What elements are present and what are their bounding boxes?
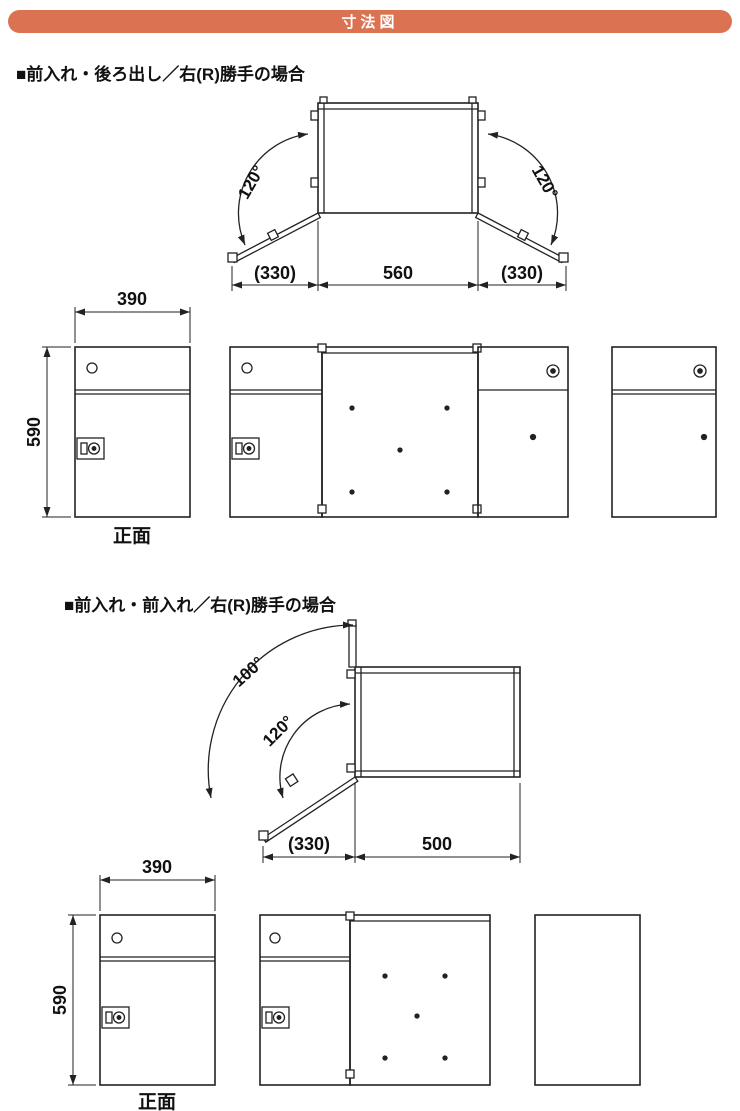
dim-door-right: (330)	[501, 263, 543, 283]
plan-view-top	[205, 619, 521, 844]
front-view-left-unit	[99, 914, 216, 1086]
lock-unit	[261, 1006, 290, 1029]
dim-body-width: 560	[383, 263, 413, 283]
page-header-bar: 寸法図	[8, 10, 732, 33]
section1-diagram: 120° 120° (330) 560 (330)	[24, 96, 717, 547]
front-view-open-assembly	[229, 343, 569, 518]
keyhole-icon	[111, 932, 123, 944]
door-closed-position	[348, 624, 357, 668]
front-view-rear-unit	[534, 914, 641, 1086]
section2-title: ■前入れ・前入れ／右(R)勝手の場合	[64, 596, 336, 615]
page-title: 寸法図	[341, 14, 399, 31]
dim-front-height: 590	[50, 985, 70, 1015]
dim-door-left: (330)	[254, 263, 296, 283]
front-caption: 正面	[113, 526, 151, 547]
keyhole-icon	[546, 364, 560, 378]
front-dimension-lines	[68, 875, 216, 1086]
front-dimension-lines	[42, 307, 191, 518]
plan-dimension-lines	[231, 221, 567, 291]
dim-front-height: 590	[24, 417, 44, 447]
keyhole-icon	[693, 364, 707, 378]
lock-unit	[76, 437, 105, 460]
front-view-left-unit	[74, 346, 191, 518]
angle-label-left: 120°	[234, 162, 268, 202]
dim-front-width: 390	[117, 289, 147, 309]
section1-title: ■前入れ・後ろ出し／右(R)勝手の場合	[16, 65, 305, 84]
dim-front-width: 390	[142, 857, 172, 877]
lock-unit	[231, 437, 260, 460]
dim-body-width: 500	[422, 834, 452, 854]
keyhole-icon	[241, 362, 253, 374]
plan-dimension-lines	[262, 783, 521, 863]
front-view-rear-unit	[611, 346, 717, 518]
left-swing-arc	[237, 131, 309, 246]
keyhole-icon	[86, 362, 98, 374]
front-caption: 正面	[138, 1092, 176, 1111]
inner-swing-arc	[276, 700, 351, 799]
angle-label-outer: 100°	[229, 653, 268, 691]
section2-diagram: 100° 120° (330) 500	[50, 619, 641, 1111]
door-open	[262, 776, 359, 844]
outer-swing-arc	[205, 621, 354, 799]
angle-label-inner: 120°	[259, 712, 297, 750]
plan-view-top	[227, 96, 569, 264]
keyhole-icon	[269, 932, 281, 944]
lock-unit	[101, 1006, 130, 1029]
front-view-open-assembly	[259, 911, 491, 1086]
dim-door: (330)	[288, 834, 330, 854]
angle-label-right: 120°	[528, 162, 562, 202]
right-swing-arc	[487, 131, 559, 246]
